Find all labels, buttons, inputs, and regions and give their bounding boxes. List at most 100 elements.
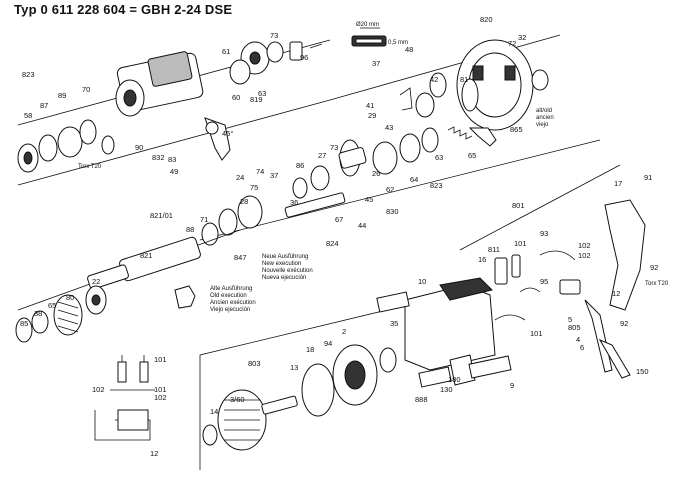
svg-text:58: 58 [24,111,32,120]
svg-text:60: 60 [232,93,240,102]
svg-text:102: 102 [578,241,591,250]
svg-text:801: 801 [512,201,525,210]
svg-text:820: 820 [480,15,493,24]
svg-text:65: 65 [468,151,476,160]
middle-assembly [199,127,601,246]
svg-text:49: 49 [170,167,178,176]
svg-text:101: 101 [154,385,167,394]
svg-text:27: 27 [318,151,326,160]
svg-text:93: 93 [540,229,548,238]
svg-text:28: 28 [240,197,248,206]
svg-text:0,5 mm: 0,5 mm [388,40,408,46]
svg-text:26: 26 [372,169,380,178]
svg-text:823: 823 [430,181,443,190]
svg-text:102: 102 [92,385,105,394]
svg-text:102: 102 [154,393,167,402]
svg-text:86: 86 [296,161,304,170]
old-version-es: Viejo ejecución [210,307,250,313]
svg-text:38: 38 [34,309,42,318]
svg-text:18: 18 [306,345,314,354]
svg-text:130: 130 [440,385,453,394]
motor-assembly [199,289,471,470]
svg-text:819: 819 [250,95,263,104]
svg-text:832: 832 [152,153,165,162]
handle-assembly [459,164,646,379]
svg-text:865: 865 [510,125,523,134]
svg-text:824: 824 [326,239,339,248]
svg-text:48: 48 [405,45,413,54]
svg-text:83: 83 [168,155,176,164]
svg-text:70: 70 [82,85,90,94]
svg-text:64: 64 [410,175,418,184]
svg-text:85: 85 [20,319,28,328]
wiring-detail [94,355,155,441]
o-ring [101,135,115,155]
svg-text:87: 87 [40,101,48,110]
svg-text:96: 96 [300,53,308,62]
svg-text:63: 63 [258,89,266,98]
svg-text:90: 90 [135,143,143,152]
new-version-de: Neue Ausführung [262,254,308,260]
svg-text:37: 37 [372,59,380,68]
svg-text:4: 4 [576,335,580,344]
svg-text:95: 95 [540,277,548,286]
svg-text:821: 821 [140,251,153,260]
svg-text:102: 102 [578,251,591,260]
spindle-assembly [15,229,241,343]
svg-text:13: 13 [290,363,298,372]
svg-text:Ø20 mm: Ø20 mm [356,22,379,28]
svg-text:94: 94 [324,339,332,348]
svg-text:35: 35 [390,319,398,328]
svg-text:67: 67 [335,215,343,224]
new-version-es: Nueva ejecución [262,275,306,281]
motor-housing [376,277,512,388]
svg-text:888: 888 [415,395,428,404]
svg-text:3/60: 3/60 [230,395,245,404]
svg-text:12: 12 [150,449,158,458]
svg-text:36: 36 [290,198,298,207]
svg-text:73: 73 [270,31,278,40]
svg-text:45: 45 [365,195,373,204]
svg-text:5: 5 [568,315,572,324]
svg-text:44: 44 [358,221,366,230]
svg-text:42: 42 [430,75,438,84]
old-version-fr: Ancien exécution [210,300,256,306]
torx-label-right: Torx T20 [645,281,669,287]
small-old-note-3: viejo [536,122,549,128]
washer [79,119,97,145]
part-labels: 823 89 87 58 70 61 819 60 63 96 73 45° 8… [20,15,658,458]
fan [301,363,335,417]
svg-text:73: 73 [330,143,338,152]
svg-text:81: 81 [460,75,468,84]
svg-text:75: 75 [250,183,258,192]
torx-notes: Torx T20 Torx T20 [78,164,669,287]
svg-text:37: 37 [270,171,278,180]
page-title: Typ 0 611 228 604 = GBH 2-24 DSE [14,2,233,17]
handle-shell [604,199,646,311]
svg-text:805: 805 [568,323,581,332]
svg-text:72: 72 [508,39,516,48]
svg-text:63: 63 [435,153,443,162]
svg-text:74: 74 [256,167,264,176]
switch [559,279,581,295]
svg-text:71: 71 [200,215,208,224]
top-left-assembly [17,39,331,186]
svg-text:101: 101 [154,355,167,364]
svg-text:91: 91 [644,173,652,182]
svg-text:80: 80 [66,293,74,302]
svg-text:32: 32 [518,33,526,42]
svg-text:821/01: 821/01 [150,211,173,220]
svg-text:9: 9 [510,381,514,390]
svg-text:150: 150 [636,367,649,376]
svg-text:180: 180 [448,375,461,384]
svg-text:88: 88 [186,225,194,234]
gear-housing [115,51,204,117]
top-right-assembly [329,34,561,147]
new-version-en: New execution [262,261,301,267]
svg-text:14: 14 [210,407,218,416]
svg-text:92: 92 [620,319,628,328]
svg-text:29: 29 [368,111,376,120]
svg-text:2: 2 [342,327,346,336]
svg-text:101: 101 [530,329,543,338]
